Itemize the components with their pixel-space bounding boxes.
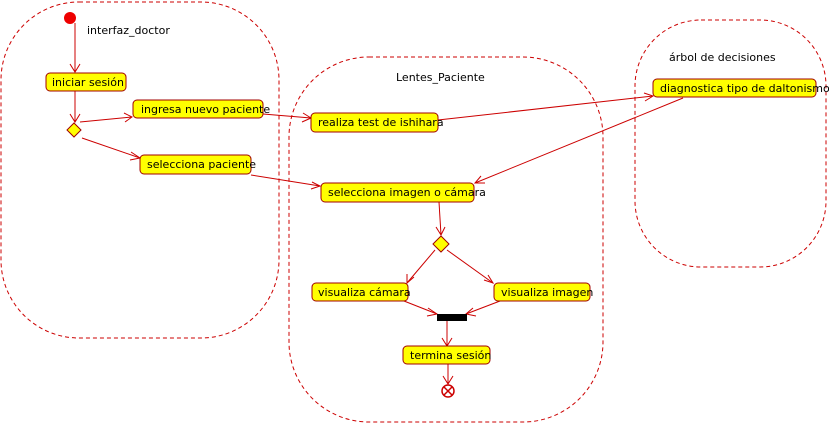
swimlane-arbol-decisiones [634, 19, 827, 268]
flow-decision-to-visualiza-camara [406, 249, 436, 284]
action-label: ingresa nuevo paciente [141, 103, 270, 116]
action-box [652, 78, 817, 98]
arrowhead [442, 375, 454, 385]
action-label: visualiza cámara [318, 286, 411, 299]
final-node [441, 384, 455, 398]
action-label: selecciona paciente [147, 158, 256, 171]
decision-node-fuente [432, 235, 450, 253]
action-realiza-test-ishihara: realiza test de ishihara [310, 112, 444, 133]
flow-diagnostica-to-selecciona-imagen [474, 97, 684, 184]
action-label: diagnostica tipo de daltonismo [660, 82, 829, 95]
flow-realiza-test-to-diagnostica [437, 95, 654, 121]
flow-decision-to-visualiza-imagen [446, 249, 494, 284]
action-diagnostica-daltonismo: diagnostica tipo de daltonismo [652, 78, 829, 98]
arrowhead [483, 274, 495, 284]
action-label: termina sesión [410, 349, 491, 362]
action-visualiza-imagen: visualiza imagen [493, 282, 593, 302]
arrowhead [643, 92, 655, 102]
action-label: visualiza imagen [501, 286, 593, 299]
action-box [493, 282, 591, 302]
arrowhead [123, 112, 133, 123]
control-flows [69, 23, 684, 385]
action-visualiza-camara: visualiza cámara [311, 282, 411, 302]
action-iniciar-sesion: iniciar sesión [45, 72, 127, 92]
join-bar [437, 314, 467, 321]
flow-visualiza-camara-to-join [403, 300, 438, 315]
decision-node-paciente [66, 122, 82, 138]
swimlane-title-lentes-paciente: Lentes_Paciente [396, 71, 485, 84]
action-box [320, 182, 475, 203]
swimlane-title-arbol-decisiones: árbol de decisiones [669, 51, 776, 64]
initial-node [64, 12, 76, 24]
action-ingresa-nuevo-paciente: ingresa nuevo paciente [132, 99, 270, 119]
arrowhead [310, 181, 322, 190]
action-selecciona-paciente: selecciona paciente [139, 154, 256, 175]
action-box [310, 112, 439, 133]
action-label: selecciona imagen o cámara [328, 186, 486, 199]
action-label: iniciar sesión [52, 76, 124, 89]
arrowhead [406, 274, 415, 285]
flow-decision-to-ingresa-paciente [79, 116, 133, 123]
final-node-cross [443, 386, 453, 396]
action-termina-sesion: termina sesión [402, 345, 491, 365]
arrowhead [69, 113, 81, 123]
flow-visualiza-imagen-to-join [465, 300, 501, 315]
flow-selecciona-imagen-to-decision [438, 201, 442, 236]
flow-decision-to-selecciona-paciente [81, 137, 141, 159]
arrowhead [435, 226, 446, 237]
arrowhead [473, 175, 485, 184]
action-box [45, 72, 127, 92]
swimlane-title-interfaz-doctor: interfaz_doctor [87, 24, 170, 37]
arrowhead [69, 63, 81, 73]
action-box [132, 99, 264, 119]
action-selecciona-imagen-camara: selecciona imagen o cámara [320, 182, 486, 203]
flow-ingresa-paciente-to-realiza-test [262, 113, 312, 119]
swimlane-lentes-paciente [288, 56, 604, 423]
action-label: realiza test de ishihara [318, 116, 444, 129]
action-box [139, 154, 252, 175]
action-box [311, 282, 409, 302]
action-box [402, 345, 491, 365]
flow-selecciona-paciente-to-selecciona-imagen [250, 174, 321, 187]
